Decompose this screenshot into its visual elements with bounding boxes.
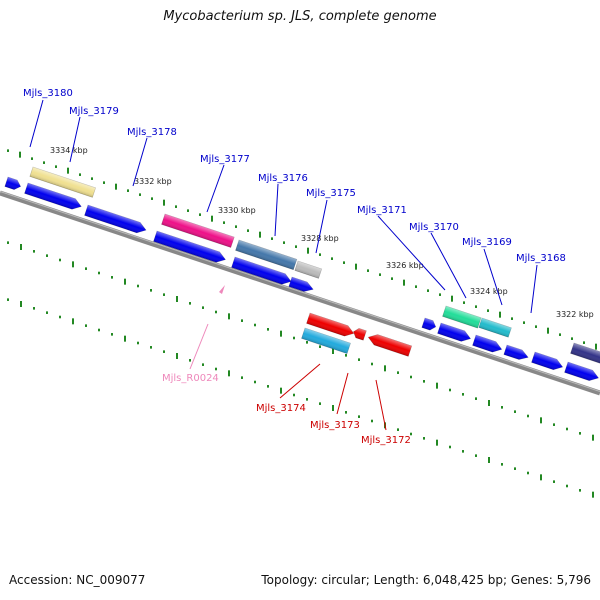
page-title: Mycobacterium sp. JLS, complete genome xyxy=(163,9,437,24)
gene-forward-10[interactable] xyxy=(503,344,530,362)
mjls-3170-label[interactable]: Mjls_3170 xyxy=(409,222,459,233)
gene-mjls-3180[interactable] xyxy=(29,166,96,198)
mjls-3172-label[interactable]: Mjls_3172 xyxy=(361,435,411,446)
gene-mjls-3177[interactable] xyxy=(161,213,235,248)
gene-label-layer: Mjls_3180Mjls_3179Mjls_3178Mjls_3177Mjls… xyxy=(23,88,566,446)
gene-mjls-3172[interactable] xyxy=(367,332,413,357)
mjls-3173-leader xyxy=(336,372,349,415)
gene-mjls-3176[interactable] xyxy=(235,239,298,271)
scale-label: 3334 kbp xyxy=(50,146,88,155)
mjls-3175-label[interactable]: Mjls_3175 xyxy=(306,188,356,199)
scale-label: 3326 kbp xyxy=(386,261,424,270)
mjls-3171-leader xyxy=(377,215,446,291)
scale-label: 3324 kbp xyxy=(470,287,508,296)
mjls-3171-label[interactable]: Mjls_3171 xyxy=(357,205,407,216)
mjls-r0024-label[interactable]: Mjls_R0024 xyxy=(162,373,219,384)
mjls-3178-leader xyxy=(132,137,148,187)
gene-neighbor-right[interactable] xyxy=(570,342,600,367)
topology-stats-text: Topology: circular; Length: 6,048,425 bp… xyxy=(261,573,591,587)
scale-label: 3322 kbp xyxy=(556,310,594,319)
gene-mjls-3179[interactable] xyxy=(24,182,84,212)
mjls-3180-leader xyxy=(29,99,44,148)
mjls-3179-label[interactable]: Mjls_3179 xyxy=(69,106,119,117)
gene-mjls-3173[interactable] xyxy=(352,327,367,341)
mjls-3179-leader xyxy=(69,116,81,163)
mjls-3169-label[interactable]: Mjls_3169 xyxy=(462,237,512,248)
gene-forward-5[interactable] xyxy=(231,256,293,287)
scale-label: 3332 kbp xyxy=(134,177,172,186)
mjls-3174-leader xyxy=(279,363,321,399)
mjls-3175-leader xyxy=(315,199,328,254)
gene-mjls-3178[interactable] xyxy=(84,204,148,235)
gene-forward-4[interactable] xyxy=(153,230,228,265)
scale-label: 3330 kbp xyxy=(218,206,256,215)
mjls-3174-label[interactable]: Mjls_3174 xyxy=(256,403,306,414)
gene-forward-9[interactable] xyxy=(472,334,504,355)
mjls-3169-leader xyxy=(483,248,503,306)
gene-mjls-3168[interactable] xyxy=(531,351,565,372)
gene-forward-6[interactable] xyxy=(288,276,315,294)
gene-layer xyxy=(4,166,600,383)
mjls-3168-leader xyxy=(530,264,538,314)
genome-backbone-highlight xyxy=(0,191,600,392)
gene-reverse-red-1[interactable] xyxy=(306,312,356,339)
genome-backbone xyxy=(0,190,600,396)
gene-forward-8[interactable] xyxy=(437,322,473,344)
gene-mjls-r0024[interactable] xyxy=(219,285,225,294)
mjls-3170-leader xyxy=(430,232,467,299)
mjls-3168-label[interactable]: Mjls_3168 xyxy=(516,253,566,264)
gene-mjls-3175[interactable] xyxy=(294,260,323,279)
tick-layer xyxy=(7,149,597,498)
mjls-3176-label[interactable]: Mjls_3176 xyxy=(258,173,308,184)
gene-mjls-3174[interactable] xyxy=(301,327,351,354)
mjls-3177-label[interactable]: Mjls_3177 xyxy=(200,154,250,165)
gene-mjls-3171[interactable] xyxy=(421,317,437,332)
gene-forward-1[interactable] xyxy=(4,176,22,191)
scale-label-layer: 3334 kbp 3332 kbp 3330 kbp 3328 kbp 3326 kbp… xyxy=(50,146,594,319)
mjls-3180-label[interactable]: Mjls_3180 xyxy=(23,88,73,99)
gene-mjls-3170[interactable] xyxy=(442,305,482,329)
mjls-3178-label[interactable]: Mjls_3178 xyxy=(127,127,177,138)
mjls-r0024-leader xyxy=(189,323,209,370)
gene-mjls-3169[interactable] xyxy=(478,317,512,338)
mjls-3176-leader xyxy=(274,183,279,237)
gene-forward-12[interactable] xyxy=(564,361,600,383)
scale-label: 3328 kbp xyxy=(301,234,339,243)
mjls-3177-leader xyxy=(206,164,225,213)
mjls-3172-leader xyxy=(375,379,387,431)
mjls-3173-label[interactable]: Mjls_3173 xyxy=(310,420,360,431)
accession-text: Accession: NC_009077 xyxy=(9,573,146,587)
